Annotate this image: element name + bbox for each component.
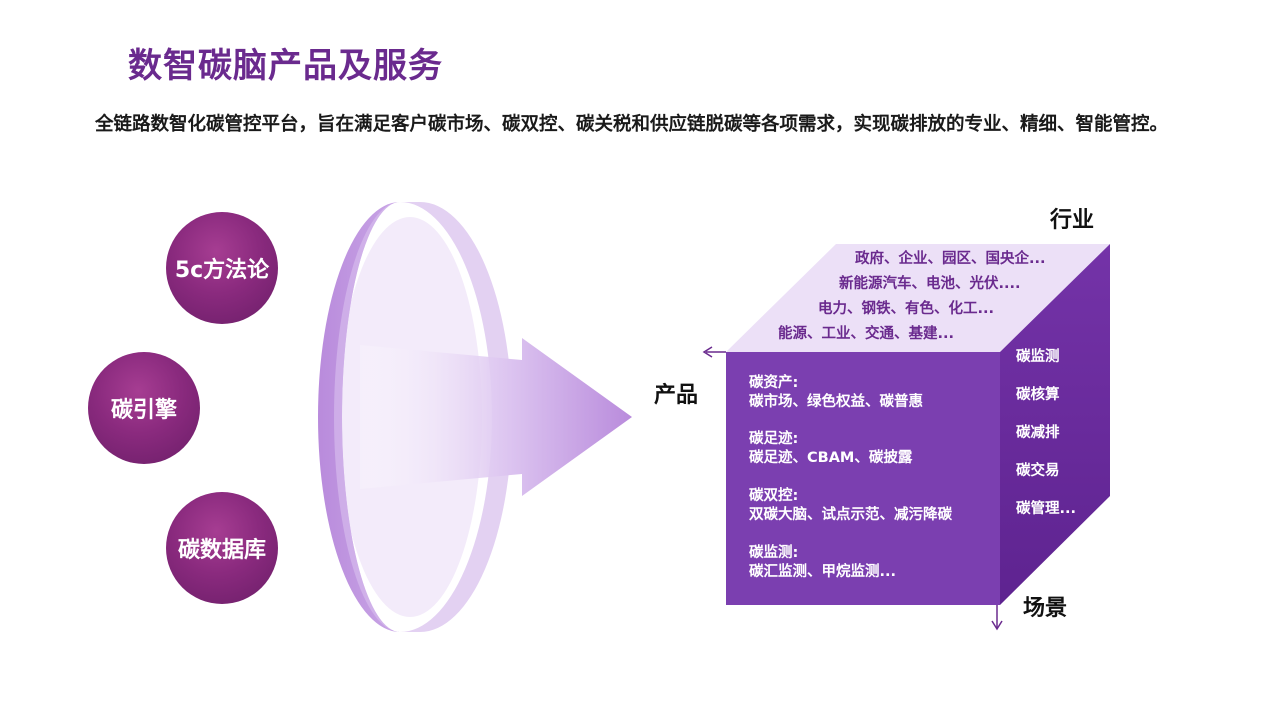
ring-front [318, 202, 400, 632]
side-face-item: 碳核算 [1016, 387, 1060, 403]
top-face-line: 新能源汽车、电池、光伏.... [839, 276, 1021, 292]
front-face-block: 碳足迹: 碳足迹、CBAM、碳披露 [749, 430, 912, 468]
front-face-heading: 碳监测: [749, 545, 799, 561]
ring-back [400, 202, 512, 632]
side-face-item: 碳管理... [1016, 501, 1077, 517]
front-face-block: 碳资产: 碳市场、绿色权益、碳普惠 [749, 374, 923, 412]
front-face-block: 碳监测: 碳汇监测、甲烷监测... [749, 544, 896, 582]
top-face-line: 政府、企业、园区、国央企... [855, 251, 1046, 267]
front-face-heading: 碳双控: [749, 488, 799, 504]
big-arrow [360, 338, 632, 496]
side-face-item: 碳减排 [1016, 425, 1060, 441]
cube-side-face [1000, 244, 1110, 605]
cube-front-face [726, 352, 1000, 605]
front-face-items: 双碳大脑、试点示范、减污降碳 [749, 507, 952, 523]
page-description: 全链路数智化碳管控平台，旨在满足客户碳市场、碳双控、碳关税和供应链脱碳等各项需求… [95, 114, 1169, 135]
axis-label-product: 产品 [654, 383, 699, 408]
front-face-items: 碳市场、绿色权益、碳普惠 [749, 394, 923, 410]
side-face-item: 碳交易 [1016, 463, 1060, 479]
cube-top-face [726, 244, 1110, 352]
page-title: 数智碳脑产品及服务 [128, 46, 443, 86]
scene-axis-arrowhead [991, 620, 1003, 631]
circle-carbon-database: 碳数据库 [166, 492, 278, 604]
top-face-line: 能源、工业、交通、基建... [778, 326, 955, 342]
front-face-block: 碳双控: 双碳大脑、试点示范、减污降碳 [749, 487, 952, 525]
axis-label-scene: 场景 [1023, 596, 1068, 621]
side-face-item: 碳监测 [1016, 349, 1060, 365]
circle-5c-methodology: 5c方法论 [166, 212, 278, 324]
top-face-line: 电力、钢铁、有色、化工... [818, 301, 995, 317]
circle-carbon-engine: 碳引擎 [88, 352, 200, 464]
product-axis-arrowhead [702, 346, 713, 358]
front-face-heading: 碳足迹: [749, 431, 799, 447]
front-face-items: 碳足迹、CBAM、碳披露 [749, 450, 913, 466]
axis-label-industry: 行业 [1050, 208, 1095, 233]
front-face-heading: 碳资产: [749, 375, 799, 391]
front-face-items: 碳汇监测、甲烷监测... [749, 564, 897, 580]
